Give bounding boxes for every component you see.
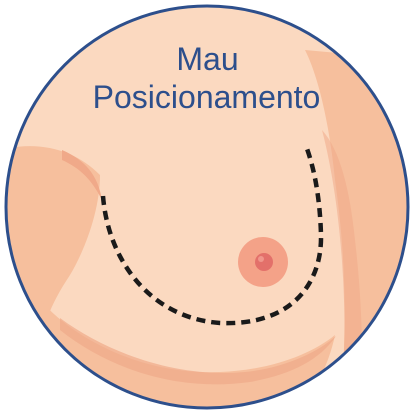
- title-line-1: Mau: [0, 40, 415, 78]
- nipple-highlight: [258, 256, 264, 262]
- nipple: [255, 253, 273, 271]
- title-label: Mau Posicionamento: [0, 40, 415, 116]
- title-line-2: Posicionamento: [0, 78, 415, 116]
